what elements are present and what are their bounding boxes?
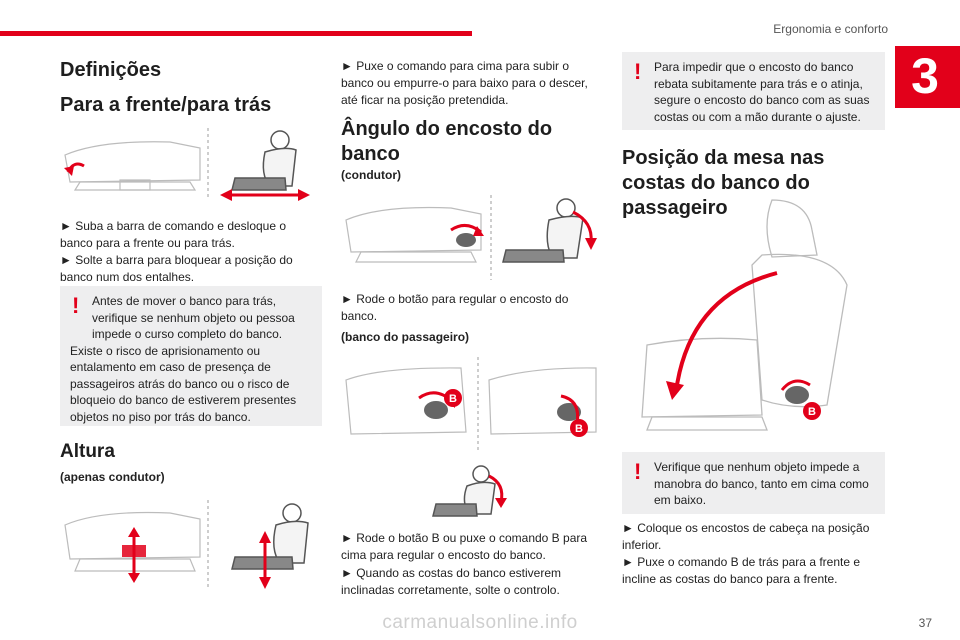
warning-icon: !	[634, 459, 642, 484]
heading-altura: Altura	[60, 441, 115, 462]
heading-posicao-mesa: Posição da mesa nas costas do banco do p…	[622, 147, 825, 219]
page-number: 37	[918, 616, 932, 630]
heading-angulo-encosto: Ângulo do encosto do banco	[341, 118, 553, 165]
arrow-icon	[488, 474, 507, 508]
callout-b-label: B	[449, 393, 457, 405]
callout-b-label: B	[575, 423, 583, 435]
page-heading-definicoes: Definições	[60, 59, 162, 81]
instruction-puxe-comando: ► Puxe o comando B de trás para a frente…	[622, 555, 861, 586]
callout-b-marker	[803, 402, 821, 420]
watermark: carmanualsonline.info	[382, 612, 578, 633]
callout-b-marker	[570, 419, 588, 437]
instruction-frente-1: ► Suba a barra de comando e desloque o b…	[60, 219, 287, 250]
arrow-icon	[64, 162, 85, 176]
arrow-icon	[450, 224, 484, 247]
subheading-apenas-condutor: (apenas condutor)	[60, 470, 165, 484]
seat-height-illustration	[64, 500, 309, 590]
backrest-passenger-illustration: B B	[345, 357, 597, 517]
subheading-passageiro: (banco do passageiro)	[341, 330, 470, 344]
header-accent-bar	[0, 31, 472, 36]
seat-icon	[432, 465, 496, 517]
warning-box-1: ! Antes de mover o banco para trás, veri…	[60, 286, 322, 426]
warning-2-text: Para impedir que o encosto do banco reba…	[654, 60, 870, 124]
warning-icon: !	[634, 59, 642, 84]
instruction-rode-botao: ► Rode o botão para regular o encosto do…	[341, 292, 569, 323]
seat-icon	[231, 130, 297, 191]
instruction-altura: ► Puxe o comando para cima para subir o …	[341, 59, 588, 107]
instruction-botao-b: ► Rode o botão B ou puxe o comando B par…	[341, 531, 588, 562]
callout-b-label: B	[808, 406, 816, 418]
seat-icon	[502, 198, 584, 263]
arrow-icon	[259, 531, 271, 589]
arrow-icon	[418, 391, 581, 425]
subheading-condutor: (condutor)	[341, 168, 401, 182]
instruction-encostos-cabeca: ► Coloque os encostos de cabeça na posiç…	[622, 521, 870, 552]
arrow-icon	[122, 527, 146, 583]
instruction-frente-2: ► Solte a barra para bloquear a posição …	[60, 253, 293, 284]
warning-box-2: ! Para impedir que o encosto do banco re…	[622, 52, 885, 130]
seat-icon	[345, 367, 597, 435]
arrow-icon	[666, 271, 811, 404]
backrest-driver-illustration	[345, 195, 597, 280]
seat-table-illustration: B	[641, 199, 848, 431]
warning-box-3: ! Verifique que nenhum objeto impede a m…	[622, 452, 885, 514]
seat-slide-illustration	[64, 128, 310, 201]
instruction-soltar: ► Quando as costas do banco estiverem in…	[341, 566, 561, 597]
heading-frente-tras: Para a frente/para trás	[60, 94, 272, 116]
arrow-icon	[572, 210, 597, 250]
warning-1-first: Antes de mover o banco para trás, verifi…	[92, 294, 295, 341]
arrow-icon	[220, 189, 310, 201]
callout-b-marker	[444, 389, 462, 407]
seat-icon	[345, 206, 482, 263]
chapter-number: 3	[911, 48, 939, 104]
seat-icon	[231, 503, 309, 570]
warning-1-rest: Existe o risco de aprisionamento ou enta…	[70, 343, 297, 424]
seat-icon	[64, 141, 201, 191]
warning-3-text: Verifique que nenhum objeto impede a man…	[654, 460, 869, 507]
seat-icon	[64, 511, 201, 572]
seat-icon	[641, 199, 848, 431]
chapter-tab	[895, 46, 960, 108]
warning-icon: !	[72, 293, 80, 318]
section-title: Ergonomia e conforto	[773, 22, 888, 36]
